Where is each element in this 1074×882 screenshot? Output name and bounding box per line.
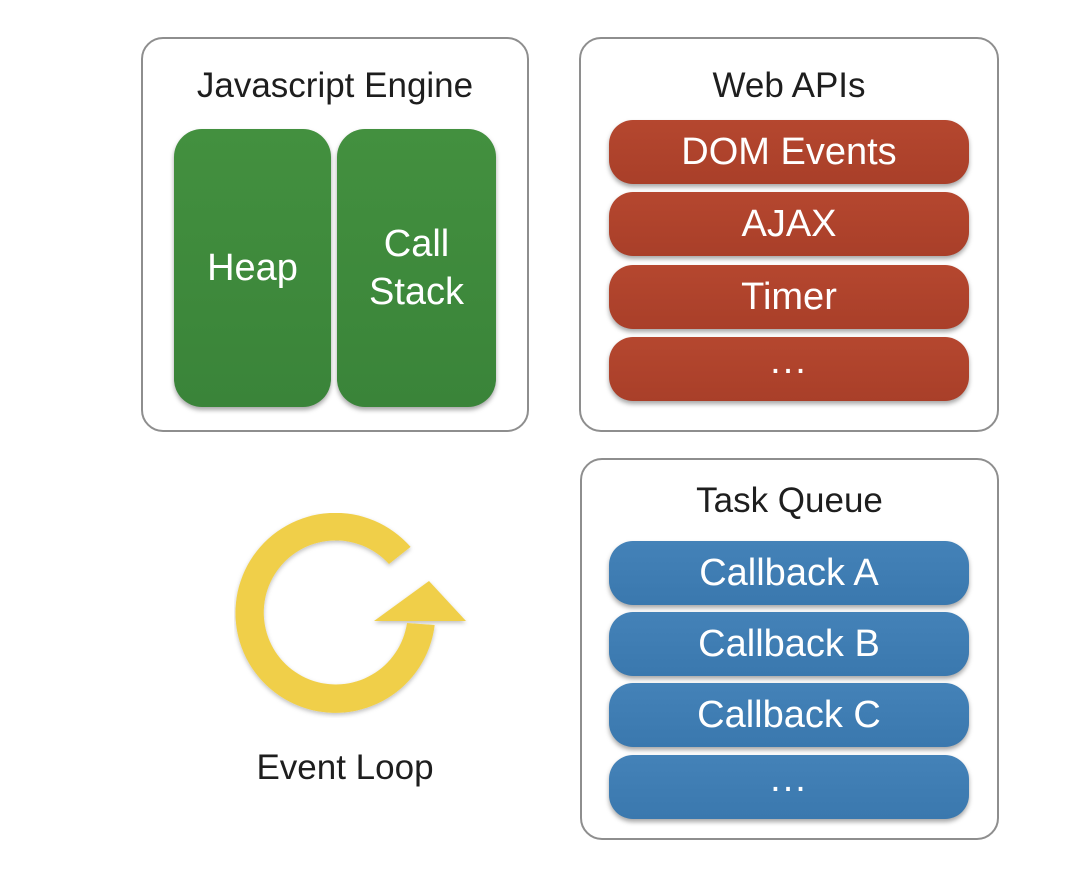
web-apis-title: Web APIs bbox=[712, 66, 866, 105]
task-queue-panel: Task Queue Callback A Callback B Callbac… bbox=[580, 458, 999, 840]
web-api-ajax: AJAX bbox=[609, 192, 969, 256]
task-item-label: Callback B bbox=[698, 622, 880, 665]
heap-label: Heap bbox=[207, 247, 298, 289]
web-api-item-label: Timer bbox=[741, 275, 837, 318]
web-api-dom-events: DOM Events bbox=[609, 120, 969, 184]
event-loop-label: Event Loop bbox=[256, 748, 434, 787]
heap-block: Heap bbox=[174, 129, 331, 407]
web-api-item-label: AJAX bbox=[741, 202, 837, 245]
call-stack-block: Call Stack bbox=[337, 129, 496, 407]
web-api-item-label: DOM Events bbox=[681, 130, 897, 173]
task-item-label: ... bbox=[770, 757, 808, 800]
circular-arrow-icon bbox=[235, 513, 466, 713]
task-more: ... bbox=[609, 755, 969, 819]
javascript-engine-title: Javascript Engine bbox=[196, 66, 474, 105]
task-callback-a: Callback A bbox=[609, 541, 969, 605]
web-apis-panel: Web APIs DOM Events AJAX Timer ... bbox=[579, 37, 999, 432]
task-item-label: Callback A bbox=[699, 551, 879, 594]
call-stack-label: Call Stack bbox=[368, 223, 465, 313]
web-api-more: ... bbox=[609, 337, 969, 401]
web-api-timer: Timer bbox=[609, 265, 969, 329]
task-queue-title: Task Queue bbox=[696, 481, 883, 520]
task-callback-b: Callback B bbox=[609, 612, 969, 676]
web-api-item-label: ... bbox=[770, 339, 808, 382]
task-item-label: Callback C bbox=[697, 693, 881, 736]
javascript-engine-panel: Javascript Engine Heap Call Stack bbox=[141, 37, 529, 432]
task-callback-c: Callback C bbox=[609, 683, 969, 747]
